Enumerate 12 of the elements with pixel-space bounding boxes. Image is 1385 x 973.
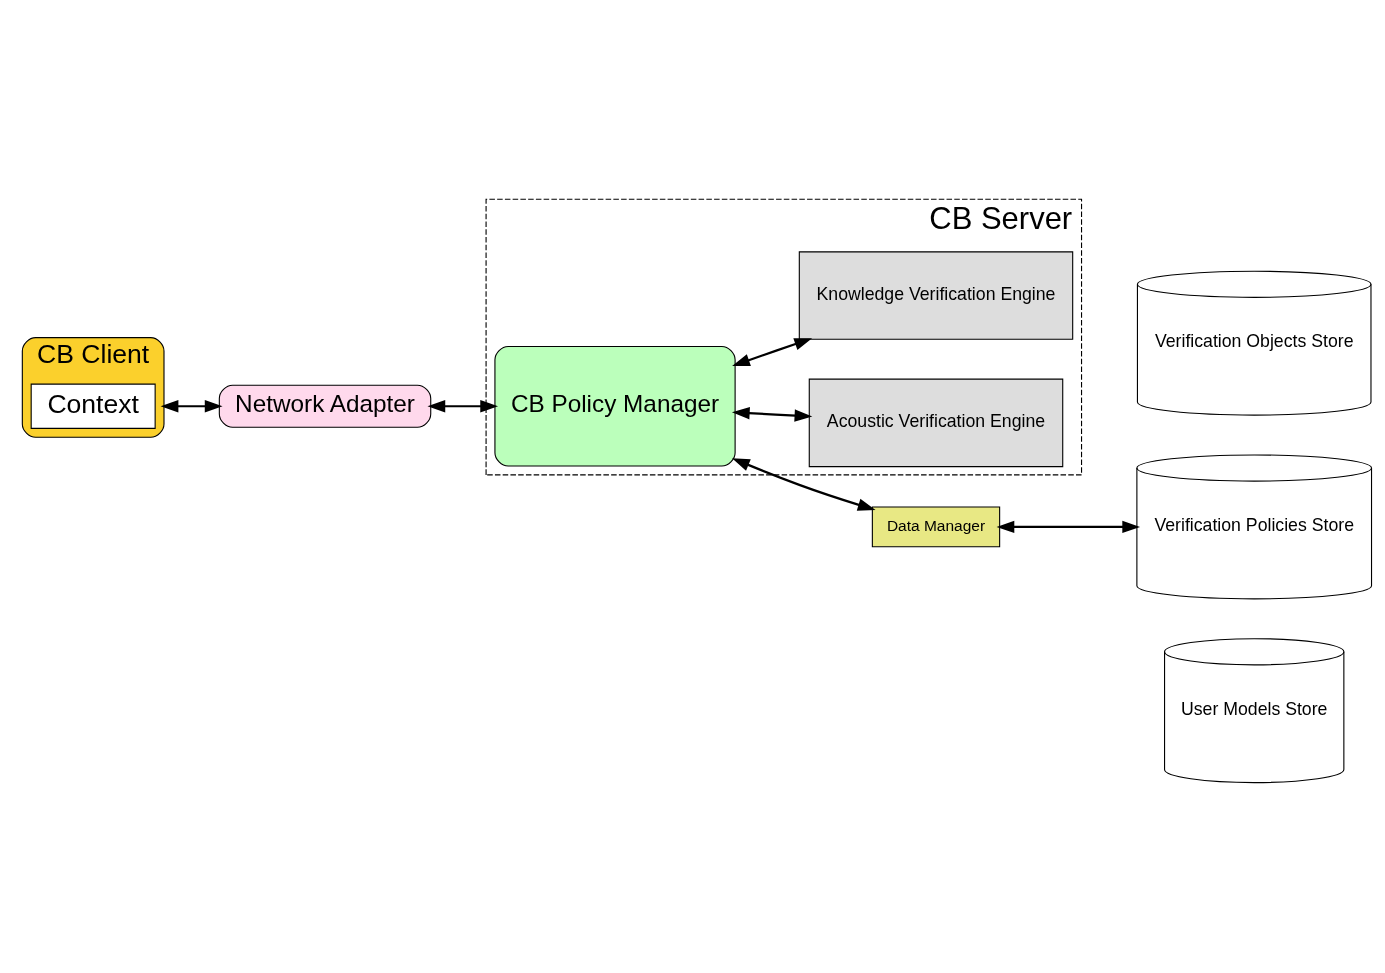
node-box: Network Adapter: [218, 384, 432, 428]
arrow: [731, 407, 813, 422]
arrow: [732, 458, 876, 511]
arrow: [160, 400, 223, 413]
node-box: Context: [30, 383, 156, 429]
arrow: [996, 520, 1141, 534]
arrow: [427, 400, 498, 413]
node-box: Data Manager: [871, 506, 1001, 548]
node-box: Acoustic Verification Engine: [808, 378, 1064, 468]
arrow: [732, 338, 813, 367]
node-box: CB Policy Manager: [494, 345, 736, 467]
node-box: Knowledge Verification Engine: [798, 251, 1074, 340]
